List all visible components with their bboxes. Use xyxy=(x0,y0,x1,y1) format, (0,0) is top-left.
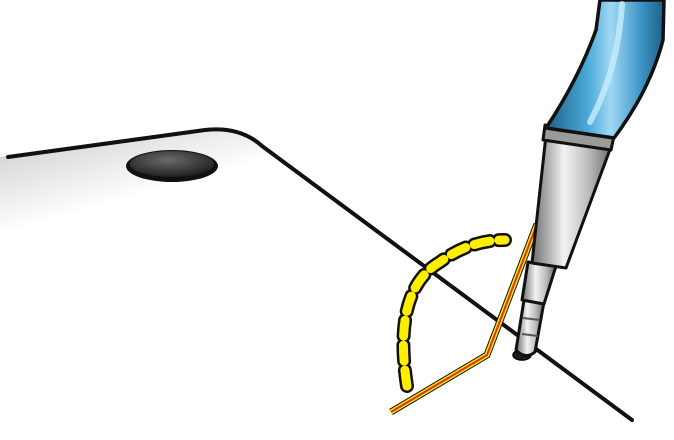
bottom-case-edge xyxy=(6,127,634,422)
rotation-arc-icon xyxy=(396,233,512,393)
screwdriver-icon xyxy=(514,0,666,357)
bottom-case xyxy=(0,129,660,440)
angle-guide-icon xyxy=(389,222,541,416)
rubber-foot-icon xyxy=(126,150,218,182)
